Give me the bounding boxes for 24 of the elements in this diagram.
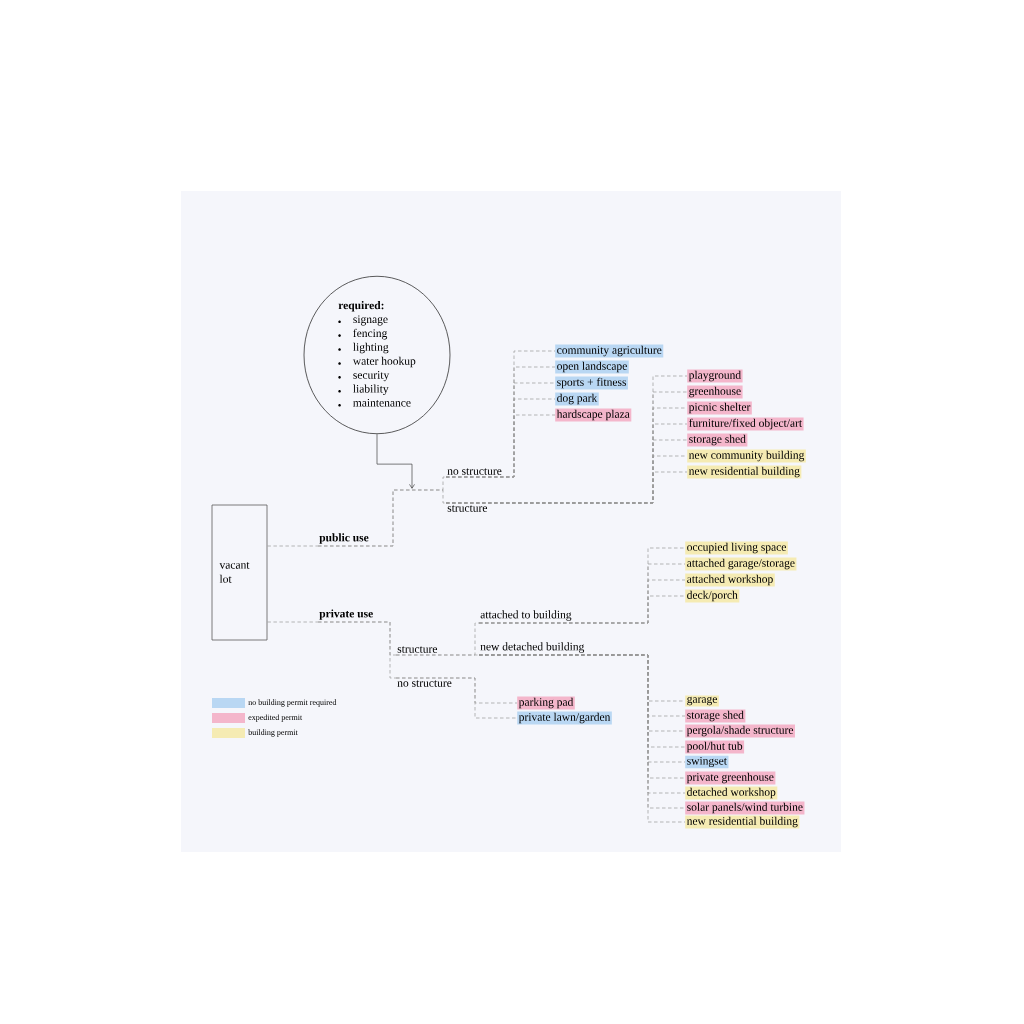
branch-label: structure	[447, 505, 488, 512]
legend-label: expedited permit	[248, 714, 303, 722]
connector	[267, 621, 319, 623]
connector	[395, 677, 518, 719]
branch-label: attached to building	[480, 610, 572, 621]
branch-label: private use	[319, 609, 373, 620]
connector	[445, 471, 688, 504]
connector	[317, 489, 447, 547]
branch-label: structure	[397, 646, 438, 653]
branch-label: new detached building	[480, 642, 585, 653]
connector	[395, 654, 480, 656]
arrow	[376, 433, 415, 489]
connector	[445, 414, 556, 478]
connector	[478, 595, 686, 624]
requirements-bubble: required: signage fencing lighting water hookup security liability maintenance	[303, 275, 451, 435]
legend-label: no building permit required	[248, 699, 337, 707]
branch-label: no structure	[447, 468, 502, 475]
legend-label: building permit	[248, 729, 298, 737]
branch-label: public use	[319, 533, 369, 544]
highlighted-item: garage	[685, 695, 719, 707]
connector	[267, 545, 319, 547]
lot-box: vacant lot	[211, 504, 268, 641]
branch-label: no structure	[397, 680, 452, 687]
connector	[317, 621, 397, 679]
